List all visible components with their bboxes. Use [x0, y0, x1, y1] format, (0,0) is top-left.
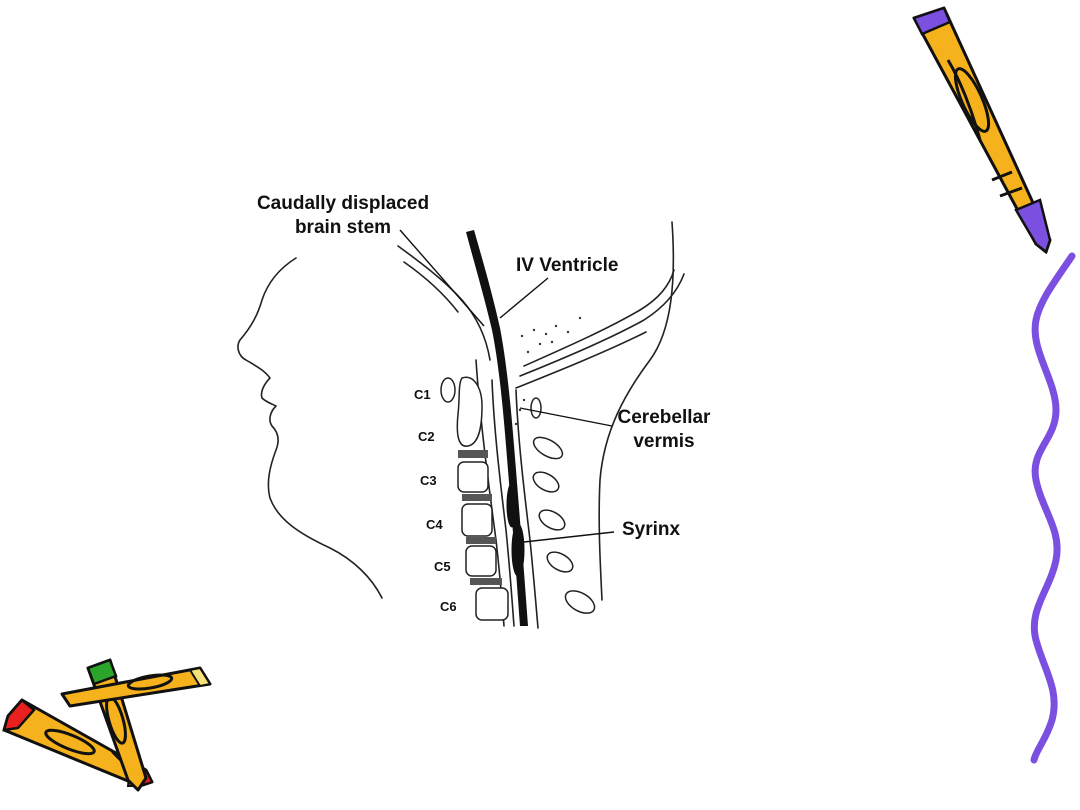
vertebra-label-c5: C5 — [434, 560, 451, 574]
label-brain-stem-line2: brain stem — [254, 216, 432, 240]
vertebra-c2 — [457, 377, 482, 446]
vertebra-c3 — [458, 462, 488, 492]
label-brain-stem: Caudally displaced brain stem — [254, 192, 432, 240]
vertebra-label-c3: C3 — [420, 474, 437, 488]
label-vermis-line2: vermis — [612, 430, 716, 454]
syrinx-cavity — [507, 483, 517, 527]
pencil-icon — [914, 8, 1050, 252]
label-vermis-line1: Cerebellar — [612, 406, 716, 430]
face-profile — [238, 258, 382, 598]
vertebra-c5 — [466, 546, 496, 576]
label-cerebellar-vermis: Cerebellar vermis — [612, 406, 716, 454]
vertebra-label-c4: C4 — [426, 518, 443, 532]
vertebra-label-c6: C6 — [440, 600, 457, 614]
vertebra-label-c1: C1 — [414, 388, 431, 402]
crossed-pencils-icon — [4, 660, 210, 790]
vertebra-label-c2: C2 — [418, 430, 435, 444]
label-iv-ventricle: IV Ventricle — [516, 254, 618, 278]
label-syrinx: Syrinx — [622, 518, 680, 542]
vertebra-c6 — [476, 588, 508, 620]
vertebra-c4 — [462, 504, 492, 536]
leader-ventricle — [500, 278, 548, 318]
label-brain-stem-line1: Caudally displaced — [254, 192, 432, 216]
wavy-border — [1034, 256, 1072, 760]
